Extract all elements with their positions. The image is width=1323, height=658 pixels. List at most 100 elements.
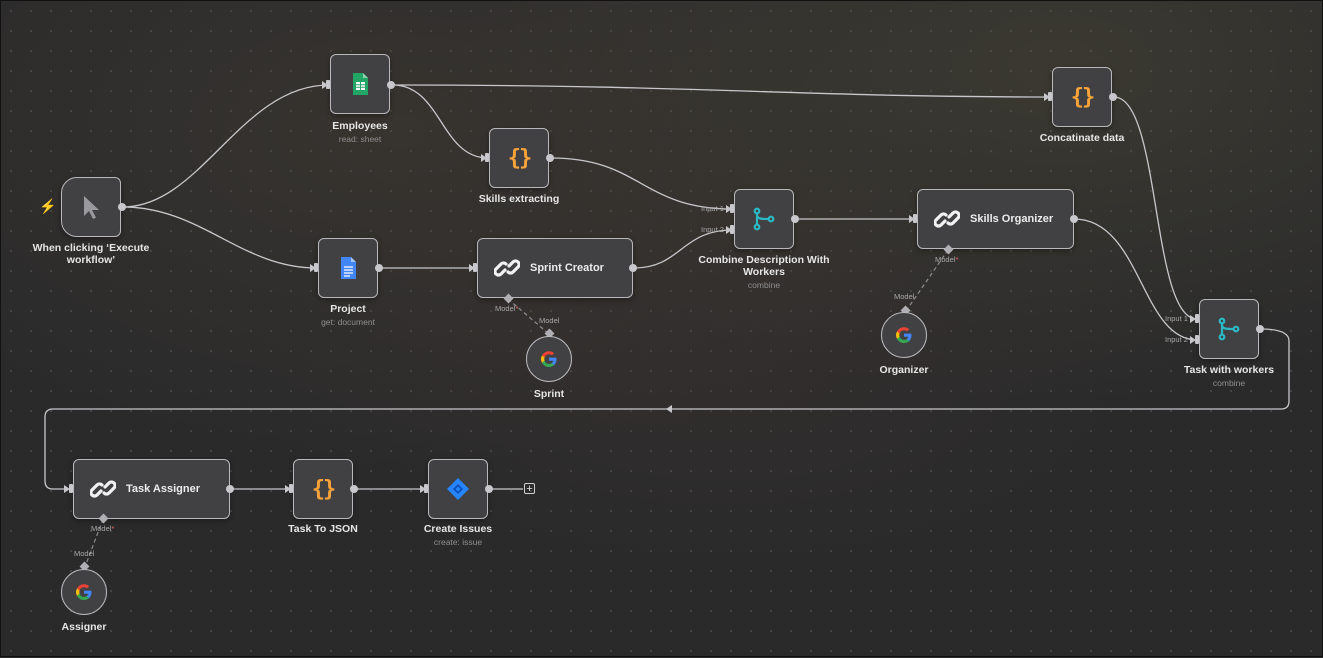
output-port[interactable] <box>118 203 126 211</box>
assigner-model-node[interactable] <box>61 569 107 615</box>
skills-organizer-node[interactable]: Skills Organizer <box>917 189 1074 249</box>
organizer-model-node[interactable] <box>881 312 927 358</box>
model-link-organizer <box>905 249 949 312</box>
jira-icon <box>447 478 469 500</box>
wire-employees-concat <box>392 84 1052 98</box>
task-with-workers-node[interactable] <box>1199 299 1259 359</box>
input-port[interactable] <box>485 153 489 162</box>
arrow-icon <box>420 485 426 493</box>
google-gemini-icon <box>76 584 92 600</box>
node-subtitle: get: document <box>321 317 375 327</box>
task-to-json-node[interactable]: {} <box>293 459 353 519</box>
merge-icon <box>753 207 775 231</box>
output-port[interactable] <box>1109 93 1117 101</box>
node-label: Combine Description With Workers <box>698 254 830 278</box>
trigger-node[interactable] <box>61 177 121 237</box>
wire-trigger-employees <box>122 84 330 208</box>
node-label: Employees <box>332 120 388 132</box>
node-label: Create Issues <box>423 523 493 535</box>
arrow-icon <box>909 215 915 223</box>
node-title: Skills Organizer <box>970 213 1054 225</box>
input-label: Input 2 <box>701 225 724 234</box>
input-port[interactable] <box>289 484 293 493</box>
braces-icon: {} <box>1070 84 1095 110</box>
arrow-icon <box>469 264 475 272</box>
node-label: Project <box>330 303 366 315</box>
arrow-icon <box>726 226 732 234</box>
task-assigner-node[interactable]: Task Assigner <box>73 459 230 519</box>
node-title: Sprint Creator <box>530 262 604 274</box>
plus-icon[interactable]: + <box>524 483 535 495</box>
node-label: Concatinate data <box>1039 132 1125 144</box>
wire-trigger-project <box>122 206 318 269</box>
arrow-icon <box>310 264 316 272</box>
input-port[interactable] <box>1195 314 1199 323</box>
input-port[interactable] <box>730 225 734 234</box>
input-port[interactable] <box>473 263 477 272</box>
input-port[interactable] <box>730 204 734 213</box>
concatinate-node[interactable]: {} <box>1052 67 1112 127</box>
output-port[interactable] <box>226 485 234 493</box>
model-link-assigner <box>84 518 104 568</box>
input-port[interactable] <box>424 484 428 493</box>
braces-icon: {} <box>311 476 336 502</box>
model-tag: Model* <box>935 255 959 264</box>
arrow-icon <box>1044 93 1050 101</box>
output-port[interactable] <box>791 215 799 223</box>
model-link-sprint <box>507 298 550 335</box>
arrow-icon <box>1190 336 1196 344</box>
node-label: Skills extracting <box>478 193 560 205</box>
node-label: Task with workers <box>1183 364 1275 376</box>
google-docs-icon <box>341 257 356 279</box>
skills-extracting-node[interactable]: {} <box>489 128 549 188</box>
output-port[interactable] <box>546 154 554 162</box>
combine-node[interactable] <box>734 189 794 249</box>
output-port[interactable] <box>629 264 637 272</box>
output-port[interactable] <box>387 81 395 89</box>
node-label: Task To JSON <box>288 523 358 535</box>
input-port[interactable] <box>69 484 73 493</box>
wire-employees-skills <box>392 84 489 159</box>
wire-concat-taskworkers <box>1113 96 1198 320</box>
google-sheets-icon <box>353 73 368 95</box>
input-port[interactable] <box>314 263 318 272</box>
input-port[interactable] <box>1048 92 1052 101</box>
input-label: Input 1 <box>1165 314 1188 323</box>
create-issues-node[interactable] <box>428 459 488 519</box>
chain-link-icon <box>934 210 960 228</box>
sprint-creator-node[interactable]: Sprint Creator <box>477 238 633 298</box>
arrow-icon <box>285 485 291 493</box>
node-subtitle: combine <box>1212 378 1246 388</box>
project-node[interactable] <box>318 238 378 298</box>
braces-icon: {} <box>507 145 532 171</box>
wire-taskworkers-assigner <box>44 328 1290 490</box>
output-port[interactable] <box>485 485 493 493</box>
node-title: Task Assigner <box>126 483 200 495</box>
google-gemini-icon <box>541 351 557 367</box>
node-subtitle: create: issue <box>433 537 483 547</box>
chain-link-icon <box>90 480 116 498</box>
output-port[interactable] <box>1256 325 1264 333</box>
model-tag: Model <box>894 292 915 301</box>
sprint-model-node[interactable] <box>526 336 572 382</box>
wire-sprint-combine <box>633 229 734 269</box>
input-port[interactable] <box>1195 335 1199 344</box>
input-port[interactable] <box>326 80 330 89</box>
node-label: Assigner <box>61 621 107 633</box>
output-port[interactable] <box>350 485 358 493</box>
merge-icon <box>1218 317 1240 341</box>
node-subtitle: combine <box>747 280 781 290</box>
output-port[interactable] <box>1070 215 1078 223</box>
node-label: Sprint <box>533 388 565 400</box>
model-tag: Model* <box>91 524 115 533</box>
input-port[interactable] <box>913 214 917 223</box>
node-subtitle: read: sheet <box>338 134 382 144</box>
input-label: Input 1 <box>701 204 724 213</box>
output-port[interactable] <box>375 264 383 272</box>
wire-organizer-taskworkers <box>1073 218 1198 341</box>
employees-node[interactable] <box>330 54 390 114</box>
arrow-icon <box>666 405 672 413</box>
chain-link-icon <box>494 259 520 277</box>
